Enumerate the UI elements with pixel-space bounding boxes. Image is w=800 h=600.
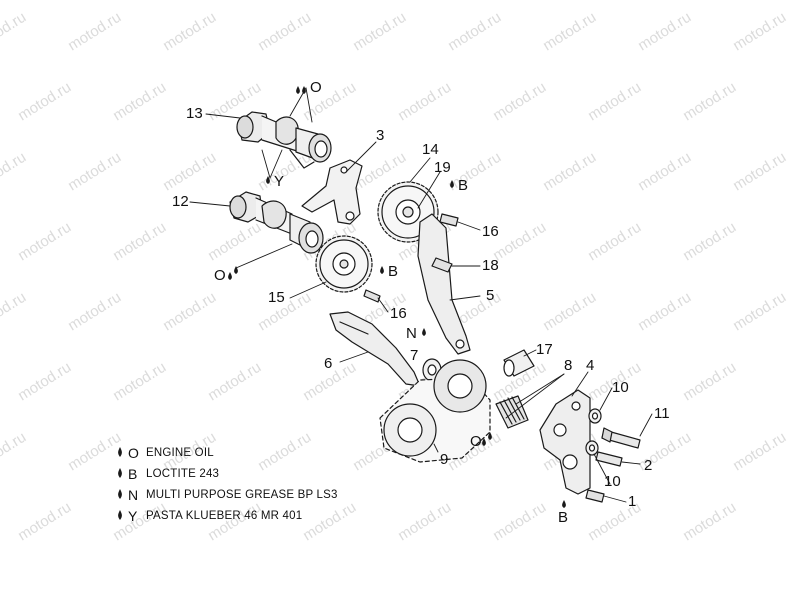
callout-6: 6 <box>324 355 333 372</box>
chain-guide-5 <box>417 213 471 355</box>
callout-8: 8 <box>564 357 573 374</box>
legend-code: B <box>128 465 138 482</box>
screw-16-lower <box>363 289 381 303</box>
camshaft-lower-12 <box>229 191 324 254</box>
leader-lines <box>189 87 653 503</box>
legend-code: N <box>128 486 139 503</box>
callout-15: 15 <box>268 289 285 306</box>
bolt-11 <box>601 427 641 449</box>
drop-icon <box>450 180 454 188</box>
legend-text: LOCTITE 243 <box>146 467 220 480</box>
callout-18: 18 <box>482 257 499 274</box>
drop-icon <box>266 176 270 184</box>
needle-bearing-8 <box>495 395 529 429</box>
lubricant-mark-n: N <box>406 325 417 342</box>
drop-icon <box>118 447 122 457</box>
lubricant-mark-o: O <box>470 433 482 450</box>
lubricant-mark-o: O <box>214 267 226 284</box>
bolt-1 <box>585 489 605 503</box>
legend-text: MULTI PURPOSE GREASE BP LS3 <box>146 488 338 501</box>
chain-tensioner-6 <box>329 311 421 387</box>
drop-icon <box>482 438 486 446</box>
legend-code: Y <box>128 507 138 524</box>
pin-17 <box>503 349 535 377</box>
callout-13: 13 <box>186 105 203 122</box>
callout-3: 3 <box>376 127 385 144</box>
gear-9 <box>379 359 491 463</box>
lubricant-mark-b: B <box>458 177 469 194</box>
drop-icon <box>118 510 122 520</box>
legend-text: ENGINE OIL <box>146 446 214 459</box>
callout-5: 5 <box>486 287 495 304</box>
drop-icon <box>302 86 306 94</box>
sprocket-lower-15 <box>315 235 373 293</box>
callout-10-upper: 10 <box>612 379 629 396</box>
callout-16-lower: 16 <box>390 305 407 322</box>
drop-icon <box>228 272 232 280</box>
callout-1: 1 <box>628 493 637 510</box>
drop-icon <box>422 328 426 336</box>
legend-item: B LOCTITE 243 <box>116 463 406 484</box>
legend-item: O ENGINE OIL <box>116 442 406 463</box>
legend-item: Y PASTA KLUEBER 46 MR 401 <box>116 505 406 526</box>
washer-10-upper <box>588 408 602 424</box>
bolt-2 <box>595 451 623 467</box>
callout-9: 9 <box>440 451 449 468</box>
drop-icon <box>562 500 566 508</box>
callout-17: 17 <box>536 341 553 358</box>
callout-19: 19 <box>434 159 451 176</box>
lubricant-mark-b: B <box>558 509 569 526</box>
drop-icon <box>118 489 122 499</box>
drop-icon <box>296 86 300 94</box>
callout-11: 11 <box>654 405 670 422</box>
legend-text: PASTA KLUEBER 46 MR 401 <box>146 509 303 522</box>
cover-plate-4 <box>539 389 591 495</box>
callout-14: 14 <box>422 141 439 158</box>
callout-7: 7 <box>410 347 419 364</box>
screw-16-upper <box>439 213 459 227</box>
lubricant-mark-b: B <box>388 263 399 280</box>
lubricant-mark-y: Y <box>274 173 285 190</box>
camshaft-upper-13 <box>236 111 332 169</box>
washer-10-lower <box>585 440 599 456</box>
callout-4: 4 <box>586 357 595 374</box>
lubricant-mark-o: O <box>310 79 322 96</box>
drop-icon <box>118 468 122 478</box>
screw-18 <box>431 257 453 273</box>
drop-icon <box>380 266 384 274</box>
drop-icon <box>488 432 492 440</box>
drop-icon <box>234 266 238 274</box>
legend-code: O <box>128 444 139 461</box>
callout-10-lower: 10 <box>604 473 621 490</box>
callout-12: 12 <box>172 193 189 210</box>
lubricant-drops <box>228 86 566 508</box>
callout-2: 2 <box>644 457 653 474</box>
legend-item: N MULTI PURPOSE GREASE BP LS3 <box>116 484 406 505</box>
lubricant-legend: O ENGINE OIL B LOCTITE 243 N MULTI PURPO… <box>116 442 406 526</box>
bracket-3 <box>301 159 363 225</box>
callout-16-upper: 16 <box>482 223 499 240</box>
